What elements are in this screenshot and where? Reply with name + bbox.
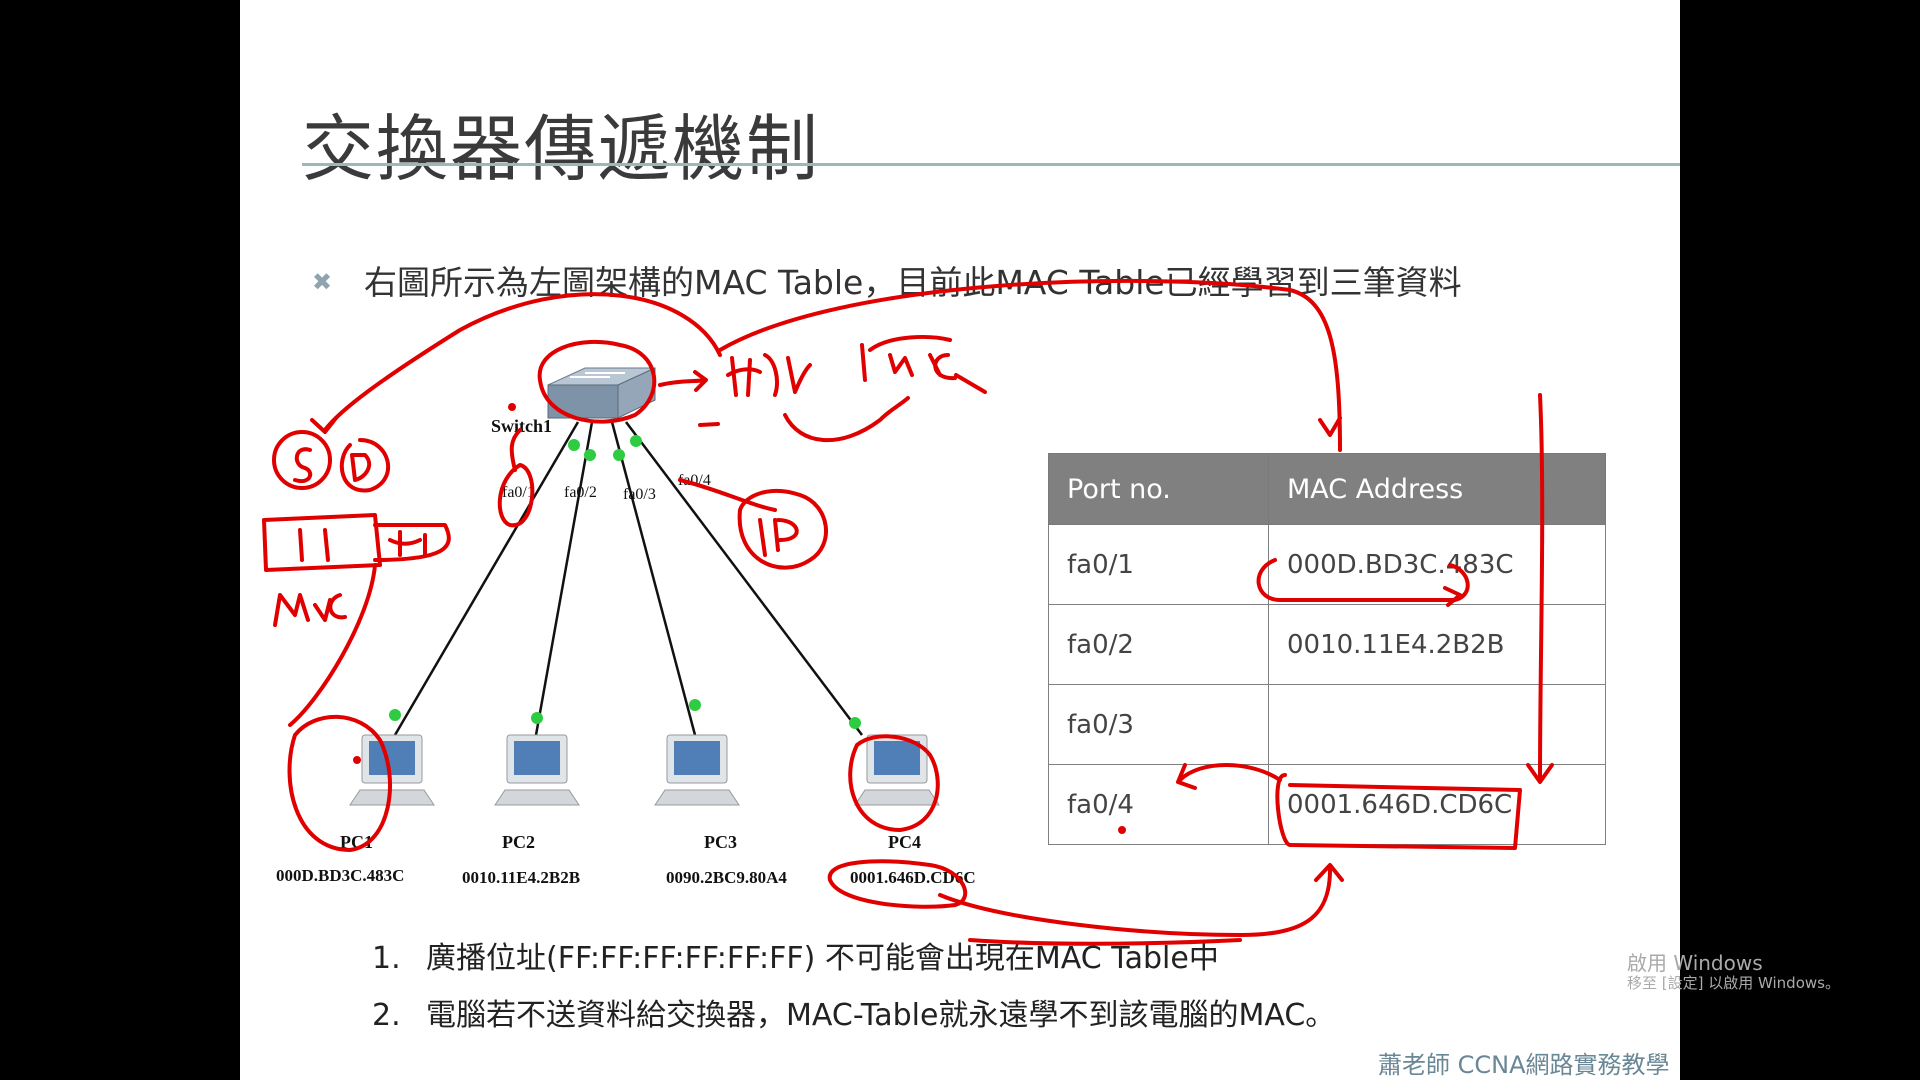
note-1: 1. 廣播位址(FF:FF:FF:FF:FF:FF) 不可能會出現在MAC Tab… [372, 933, 1219, 977]
link-pc1 [393, 421, 580, 736]
footer-credit: 蕭老師 CCNA網路實務教學 [1378, 1051, 1670, 1079]
cell-mac: 0001.646D.CD6C [1268, 764, 1606, 845]
cell-port: fa0/3 [1048, 684, 1269, 765]
bullet-x-icon: ✖ [312, 268, 333, 296]
pc3-label: PC3 [704, 832, 737, 852]
slide-title: 交換器傳遞機制 [302, 107, 821, 191]
pc1-label: PC1 [340, 832, 373, 852]
title-underline [302, 163, 1680, 166]
pc2-mac: 0010.11E4.2B2B [462, 868, 581, 887]
pc2-label: PC2 [502, 832, 535, 852]
note-1-text: 廣播位址(FF:FF:FF:FF:FF:FF) 不可能會出現在MAC Table… [426, 941, 1219, 976]
pc1-icon [349, 734, 435, 806]
port-label-fa04: fa0/4 [678, 472, 711, 489]
link-pc4 [625, 421, 863, 736]
port-label-fa02: fa0/2 [564, 484, 597, 501]
cell-mac [1268, 684, 1606, 765]
mac-table-header-row: Port no. MAC Address [1048, 453, 1606, 525]
cell-port: fa0/4 [1048, 764, 1269, 845]
slide: 交換器傳遞機制 ✖ 右圖所示為左圖架構的MAC Table，目前此MAC Tab… [240, 0, 1680, 1080]
pc4-label: PC4 [888, 832, 921, 852]
note-2: 2. 電腦若不送資料給交換器，MAC-Table就永遠學不到該電腦的MAC。 [372, 990, 1335, 1034]
port-label-fa01: fa0/1 [502, 484, 535, 501]
link-pc3 [610, 421, 697, 736]
table-row: fa0/4 0001.646D.CD6C [1048, 764, 1606, 845]
windows-activation-subtitle: 移至 [設定] 以啟用 Windows。 [1627, 974, 1840, 992]
pc1-mac: 000D.BD3C.483C [276, 866, 405, 885]
link-pc2 [534, 421, 594, 736]
mac-table: Port no. MAC Address fa0/1 000D.BD3C.483… [1048, 453, 1606, 845]
cell-mac: 0010.11E4.2B2B [1268, 604, 1606, 685]
switch-label: Switch1 [491, 416, 553, 436]
table-row: fa0/3 [1048, 684, 1606, 765]
link-dots [389, 435, 861, 729]
windows-activation-title: 啟用 Windows [1627, 951, 1763, 975]
switch-icon [547, 367, 656, 419]
pc4-icon [854, 734, 940, 806]
table-row: fa0/1 000D.BD3C.483C [1048, 524, 1606, 605]
table-row: fa0/2 0010.11E4.2B2B [1048, 604, 1606, 685]
right-black-bar [1680, 0, 1920, 1080]
pc2-icon [494, 734, 580, 806]
cell-port: fa0/2 [1048, 604, 1269, 685]
note-2-number: 2. [372, 998, 401, 1033]
pc3-mac: 0090.2BC9.80A4 [666, 868, 787, 887]
pc3-icon [654, 734, 740, 806]
port-label-fa03: fa0/3 [623, 486, 656, 503]
pc4-mac: 0001.646D.CD6C [850, 868, 976, 887]
cell-mac: 000D.BD3C.483C [1268, 524, 1606, 605]
header-mac: MAC Address [1268, 453, 1606, 525]
header-port: Port no. [1048, 453, 1269, 525]
note-1-number: 1. [372, 941, 401, 976]
note-2-text: 電腦若不送資料給交換器，MAC-Table就永遠學不到該電腦的MAC。 [426, 998, 1336, 1033]
cell-port: fa0/1 [1048, 524, 1269, 605]
